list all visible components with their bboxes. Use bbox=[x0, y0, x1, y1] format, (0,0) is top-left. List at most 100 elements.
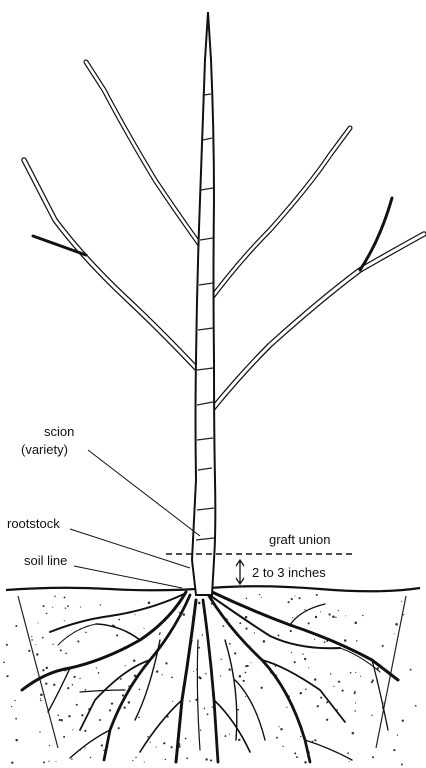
branches bbox=[24, 62, 424, 412]
soil-speck bbox=[234, 652, 236, 654]
soil-speck bbox=[229, 643, 231, 645]
soil-speck bbox=[254, 632, 255, 633]
soil-speck bbox=[259, 594, 260, 595]
soil-speck bbox=[64, 596, 66, 598]
soil-speck bbox=[100, 604, 101, 605]
soil-speck bbox=[210, 759, 212, 761]
soil-speck bbox=[96, 667, 97, 668]
soil-speck bbox=[278, 726, 279, 727]
soil-speck bbox=[65, 607, 67, 609]
soil-speck bbox=[6, 675, 8, 677]
soil-speck bbox=[245, 672, 247, 674]
soil-speck bbox=[294, 661, 296, 663]
soil-speck bbox=[335, 617, 336, 618]
soil-speck bbox=[328, 613, 330, 615]
soil-speck bbox=[161, 674, 162, 675]
soil-speck bbox=[354, 691, 355, 692]
soil-speck bbox=[261, 597, 262, 598]
soil-speck bbox=[362, 615, 363, 616]
soil-speck bbox=[332, 615, 335, 618]
soil-speck bbox=[120, 678, 122, 680]
soil-speck bbox=[304, 658, 306, 660]
soil-speck bbox=[330, 673, 331, 674]
soil-speck bbox=[72, 684, 74, 686]
soil-speck bbox=[222, 625, 224, 627]
soil-speck bbox=[305, 689, 307, 691]
soil-speck bbox=[402, 720, 404, 722]
soil-speck bbox=[85, 689, 87, 691]
soil-speck bbox=[31, 639, 33, 641]
soil-speck bbox=[221, 659, 222, 660]
soil-speck bbox=[84, 730, 86, 732]
soil-speck bbox=[80, 607, 81, 608]
soil-speck bbox=[122, 694, 124, 696]
soil-speck bbox=[314, 739, 316, 741]
soil-speck bbox=[308, 622, 310, 624]
soil-speck bbox=[372, 756, 374, 758]
soil-speck bbox=[393, 749, 395, 751]
soil-speck bbox=[53, 684, 55, 686]
soil-speck bbox=[124, 706, 126, 708]
soil-speck bbox=[149, 742, 150, 743]
soil-speck bbox=[144, 762, 145, 763]
soil-speck bbox=[40, 700, 41, 701]
soil-speck bbox=[61, 719, 63, 721]
soil-speck bbox=[67, 605, 69, 607]
soil-speck bbox=[165, 662, 167, 664]
soil-speck bbox=[133, 660, 135, 662]
soil-speck bbox=[202, 634, 203, 635]
soil-speck bbox=[11, 762, 13, 764]
soil-speck bbox=[300, 736, 301, 737]
soil-speck bbox=[290, 630, 292, 632]
soil-speck bbox=[320, 611, 321, 612]
soil-speck bbox=[300, 692, 302, 694]
soil-speck bbox=[68, 715, 70, 717]
soil-speck bbox=[349, 761, 350, 762]
soil-speck bbox=[239, 675, 242, 678]
soil-speck bbox=[198, 647, 200, 649]
soil-speck bbox=[77, 640, 79, 642]
soil-speck bbox=[35, 644, 36, 645]
soil-speck bbox=[401, 764, 403, 766]
soil-speck bbox=[204, 708, 206, 710]
soil-speck bbox=[401, 601, 402, 602]
soil-speck bbox=[239, 622, 241, 624]
soil-speck bbox=[238, 739, 240, 741]
soil-speck bbox=[410, 669, 412, 671]
soil-speck bbox=[288, 601, 290, 603]
soil-speck bbox=[46, 667, 48, 669]
depth-arrow bbox=[236, 560, 244, 584]
soil-speck bbox=[128, 701, 131, 704]
soil-speck bbox=[54, 596, 56, 598]
soil-speck bbox=[356, 640, 357, 641]
soil-speck bbox=[304, 761, 306, 763]
soil-speck bbox=[355, 672, 356, 673]
soil-speck bbox=[40, 698, 41, 699]
soil-speck bbox=[116, 634, 118, 636]
soil-speck bbox=[316, 594, 318, 596]
soil-speck bbox=[139, 689, 141, 691]
soil-speck bbox=[212, 706, 213, 707]
soil-speck bbox=[156, 670, 158, 672]
soil-speck bbox=[109, 709, 111, 711]
soil-speck bbox=[39, 731, 40, 732]
soil-speck bbox=[172, 701, 173, 702]
soil-speck bbox=[205, 758, 207, 760]
soil-speck bbox=[135, 614, 136, 615]
soil-line-label: soil line bbox=[24, 553, 67, 569]
soil-speck bbox=[315, 616, 317, 618]
soil-speck bbox=[220, 675, 221, 676]
soil-speck bbox=[185, 738, 187, 740]
soil-speck bbox=[371, 681, 373, 683]
soil-speck bbox=[302, 653, 303, 654]
soil-speck bbox=[326, 719, 328, 721]
soil-speck bbox=[31, 636, 32, 637]
soil-speck bbox=[11, 706, 12, 707]
soil-speck bbox=[48, 761, 49, 762]
soil-speck bbox=[229, 734, 230, 735]
soil-speck bbox=[67, 687, 69, 689]
soil-speck bbox=[76, 704, 78, 706]
soil-speck bbox=[147, 736, 149, 738]
soil-speck bbox=[352, 732, 355, 735]
soil-speck bbox=[207, 713, 209, 715]
